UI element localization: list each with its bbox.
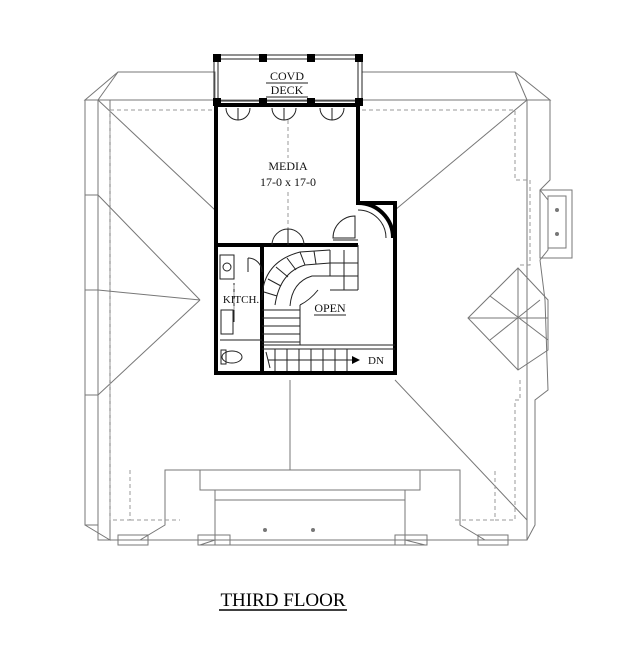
curved-stair: OPEN DN [261,245,395,371]
deck-doors [225,107,345,121]
roof-outline [83,71,573,546]
corner-closet [332,201,395,241]
floor-title: THIRD FLOOR [220,590,345,611]
kitchen-label: KITCH. [223,294,260,306]
deck-label-line2: DECK [271,83,304,97]
media-room-label: MEDIA [268,159,308,173]
kitchen-area: KITCH. [219,254,263,365]
stair-down-label: DN [368,355,384,367]
deck-label-line1: COVD [270,69,304,83]
lower-wall-lines [109,109,531,521]
media-room-size: 17-0 x 17-0 [260,175,316,189]
third-floor-walls [214,103,397,375]
covered-deck: COVD DECK [213,54,363,106]
open-label: OPEN [314,301,346,315]
media-hall-door [271,228,305,246]
